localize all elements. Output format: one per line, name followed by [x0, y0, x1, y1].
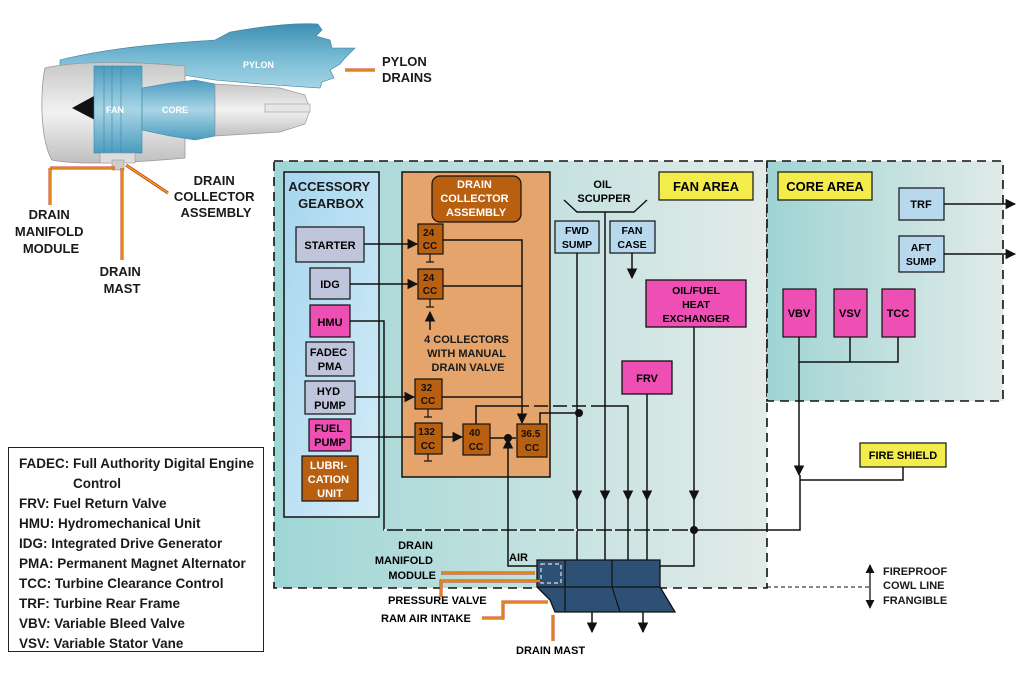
drain-mast-callout: DRAIN MAST: [100, 264, 145, 296]
engine-illustration: PYLON FAN CORE PYLON DRAINS DRAIN COLLEC…: [15, 23, 432, 296]
junction-dot: [690, 526, 698, 534]
manual-drain-valve-note: 4 COLLECTORS WITH MANUAL DRAIN VALVE: [424, 334, 512, 374]
drain-manifold-module-callout: DRAIN MANIFOLD MODULE: [15, 207, 87, 256]
collector-40cc: 40 CC: [462, 423, 491, 456]
vsv-box: VSV: [833, 288, 868, 338]
pressure-valve-icon: [540, 563, 562, 584]
callout-lines: [48, 68, 375, 260]
svg-text:FRV: FRV: [636, 373, 658, 385]
svg-text:HYD PUMP: HYD PUMP: [314, 386, 346, 412]
agb-fadec-pma: FADEC PMA: [305, 341, 355, 377]
agb-idg: IDG: [309, 267, 351, 300]
drain-flow-lines: [350, 198, 1017, 567]
core-label: CORE: [162, 105, 188, 115]
collector-132cc: 132 CC: [414, 422, 443, 462]
trf-box: TRF: [898, 187, 945, 221]
legend-item: FADEC: Full Authority Digital Engine: [19, 456, 254, 471]
oil-scupper-label: OIL SCUPPER: [577, 179, 630, 205]
fan-area-title: FAN AREA: [673, 179, 740, 194]
svg-text:FIRE SHIELD: FIRE SHIELD: [869, 450, 938, 462]
fan-section: [93, 65, 143, 154]
tcc-box: TCC: [881, 288, 916, 338]
svg-text:32 CC: 32 CC: [421, 383, 435, 407]
pressure-valve-label: PRESSURE VALVE: [388, 595, 487, 607]
svg-text:LUBRI- CATION UNIT: LUBRI- CATION UNIT: [308, 460, 352, 500]
legend-item: IDG: Integrated Drive Generator: [19, 536, 223, 551]
svg-text:FIREPROOF COWL LINE: FIREPROOF COWL LINE FRANGIBLE: [883, 566, 950, 607]
svg-text:36.5 CC: 36.5 CC: [521, 429, 543, 454]
collector-24cc-1: 24 CC: [417, 223, 444, 263]
svg-text:FUEL PUMP: FUEL PUMP: [314, 423, 346, 449]
legend-item: PMA: Permanent Magnet Alternator: [19, 556, 246, 571]
fan-area-badge: [658, 171, 754, 201]
svg-text:FADEC PMA: FADEC PMA: [310, 347, 350, 373]
svg-text:TRF: TRF: [910, 199, 932, 211]
cowl-line-annotation: FIREPROOF COWL LINE FRANGIBLE: [865, 564, 950, 609]
manifold-callouts: [439, 571, 555, 641]
accessory-gearbox-title: ACCESSORY GEARBOX: [288, 179, 373, 211]
pylon-shape: [59, 23, 356, 89]
svg-text:HMU: HMU: [317, 317, 342, 329]
agb-fuel-pump: FUEL PUMP: [308, 418, 352, 452]
drain-manifold-module: [536, 559, 677, 634]
legend-item: TRF: Turbine Rear Frame: [19, 596, 181, 611]
collector-24cc-2: 24 CC: [417, 268, 444, 308]
legend-item: VSV: Variable Stator Vane: [19, 636, 184, 651]
junction-dot: [504, 434, 512, 442]
core-area-zone: [766, 160, 1004, 402]
legend-item: VBV: Variable Bleed Valve: [19, 616, 185, 631]
vbv-box: VBV: [782, 288, 817, 338]
collector-36-5cc: 36.5 CC: [516, 423, 548, 458]
svg-text:TCC: TCC: [887, 308, 910, 320]
abbreviation-legend: FADEC: Full Authority Digital Engine Con…: [8, 447, 264, 652]
svg-text:STARTER: STARTER: [304, 240, 355, 252]
junction-dot: [575, 409, 583, 417]
svg-text:VSV: VSV: [839, 308, 862, 320]
pylon-drains-callout: PYLON DRAINS: [382, 54, 432, 85]
fire-shield-badge: FIRE SHIELD: [859, 442, 947, 468]
svg-text:24 CC: 24 CC: [423, 273, 437, 297]
pylon-label: PYLON: [243, 60, 274, 70]
legend-item: TCC: Turbine Clearance Control: [19, 576, 224, 591]
drain-collector-title-box: [431, 175, 522, 223]
svg-text:40 CC: 40 CC: [469, 428, 483, 453]
drain-collector-assembly-callout: DRAIN COLLECTOR ASSEMBLY: [174, 173, 258, 220]
core-area-title: CORE AREA: [786, 179, 864, 194]
svg-text:IDG: IDG: [320, 279, 340, 291]
core-area-badge: [777, 171, 873, 201]
agb-starter: STARTER: [295, 226, 365, 263]
air-label: AIR: [509, 552, 528, 564]
drain-collector-title: DRAIN COLLECTOR ASSEMBLY: [440, 179, 511, 219]
svg-text:132 CC: 132 CC: [418, 427, 437, 452]
legend-item: FRV: Fuel Return Valve: [19, 496, 167, 511]
drain-mast-label: DRAIN MAST: [516, 645, 585, 657]
legend-item: Control: [73, 476, 121, 491]
spinner: [72, 96, 95, 120]
agb-hmu: HMU: [309, 304, 351, 338]
legend-item: HMU: Hydromechanical Unit: [19, 516, 201, 531]
fan-label: FAN: [106, 105, 124, 115]
exhaust: [214, 83, 311, 137]
svg-text:VBV: VBV: [788, 308, 811, 320]
svg-text:24 CC: 24 CC: [423, 228, 437, 252]
frv-box: FRV: [621, 360, 673, 395]
agb-lubrication-unit: LUBRI- CATION UNIT: [301, 455, 359, 502]
agb-hyd-pump: HYD PUMP: [304, 380, 356, 415]
drain-manifold-module-label: DRAIN MANIFOLD MODULE: [375, 540, 436, 582]
ram-air-intake-label: RAM AIR INTAKE: [381, 613, 471, 625]
